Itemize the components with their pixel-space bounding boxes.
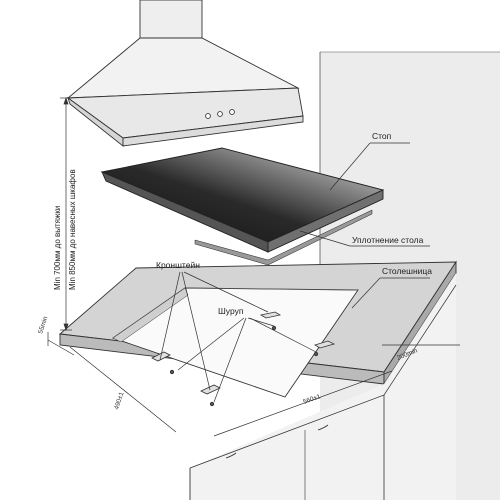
cutout-dimension-lines	[47, 332, 460, 437]
range-hood	[66, 0, 304, 147]
cutout-width-dimension: 560±1	[302, 393, 322, 406]
worktop-label: Столешница	[382, 266, 432, 276]
cabinet-distance-note: Min 850мм до навесных шкафов	[68, 169, 77, 290]
front-offset-dimension: 55min	[37, 315, 49, 334]
base-cabinet	[189, 273, 457, 500]
hob-label: Стоп	[372, 131, 392, 141]
cutout-depth-dimension: 490±1	[113, 391, 125, 411]
label-leaders	[159, 142, 430, 403]
worktop-cutout	[112, 287, 359, 398]
screws	[169, 325, 319, 407]
screw-label: Шуруп	[218, 306, 244, 316]
glass-hob	[100, 147, 385, 266]
hood-distance-note: Min 700мм до вытяжки	[53, 206, 62, 290]
bracket-label: Кронштейн	[156, 260, 200, 270]
height-dimension-lines	[60, 96, 72, 332]
seal-label: Уплотнение стола	[352, 235, 424, 245]
